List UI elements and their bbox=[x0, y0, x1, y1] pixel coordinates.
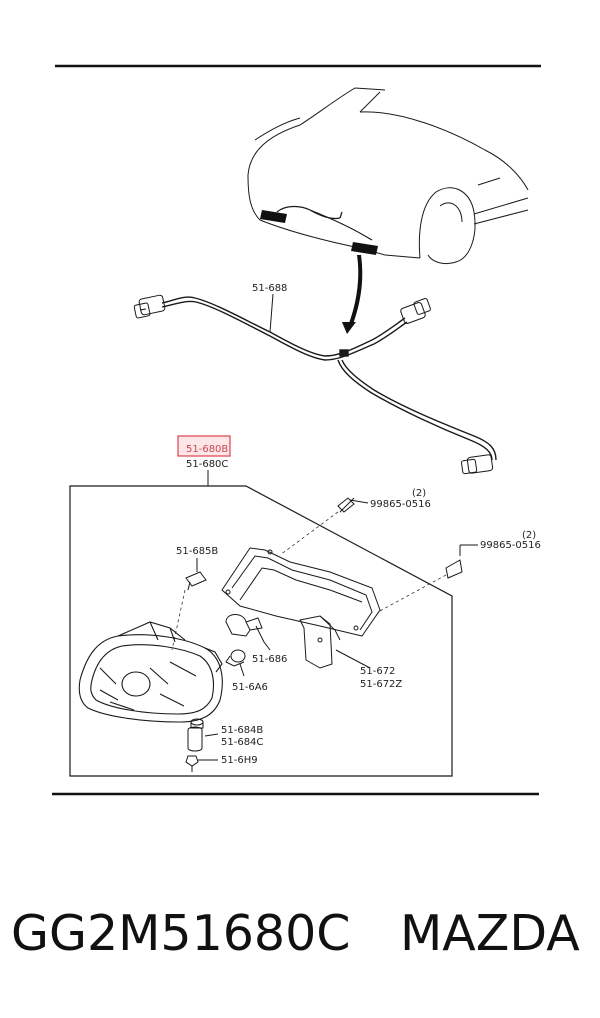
label-51-684B: 51-684B bbox=[221, 725, 263, 736]
label-51-680B: 51-680B bbox=[186, 444, 228, 455]
bulb-part bbox=[225, 614, 263, 637]
screw-bottom bbox=[185, 755, 218, 772]
label-51-685B: 51-685B bbox=[176, 546, 218, 557]
label-screw-top: 99865-0516 bbox=[370, 499, 431, 510]
label-51-680C: 51-680C bbox=[186, 459, 228, 470]
leader-51-6A6 bbox=[239, 663, 245, 677]
assembly-frame bbox=[69, 485, 453, 777]
highlight-box bbox=[177, 435, 231, 457]
left-foglamp-slot bbox=[260, 210, 287, 223]
label-screw-top-qty: (2) bbox=[412, 488, 426, 499]
adjuster-part bbox=[187, 718, 204, 752]
label-51-6A6: 51-6A6 bbox=[232, 682, 268, 693]
caption: GG2M51680C MAZDA bbox=[0, 905, 600, 975]
label-51-686: 51-686 bbox=[252, 654, 287, 665]
car-front-illustration bbox=[247, 87, 529, 265]
arrow-to-harness bbox=[348, 255, 363, 327]
leader-51-688 bbox=[269, 293, 274, 333]
label-51-672Z: 51-672Z bbox=[360, 679, 402, 690]
brand-name: MAZDA bbox=[400, 905, 580, 962]
clip-part bbox=[185, 571, 207, 591]
label-51-6H9: 51-6H9 bbox=[221, 755, 258, 766]
screw-right bbox=[445, 544, 478, 579]
label-screw-right: 99865-0516 bbox=[480, 540, 541, 551]
dashed-screw-top bbox=[279, 511, 339, 556]
foglamp-lens bbox=[78, 621, 223, 723]
part-number: GG2M51680C bbox=[11, 905, 351, 962]
harness-51-688 bbox=[161, 296, 497, 461]
harness-connector-left bbox=[133, 294, 166, 319]
leader-51-684 bbox=[204, 733, 219, 737]
dashed-screw-right bbox=[377, 574, 447, 613]
leader-51-672 bbox=[335, 649, 371, 669]
harness-connector-bottom bbox=[460, 454, 494, 475]
label-51-688: 51-688 bbox=[252, 283, 287, 294]
label-screw-right-qty: (2) bbox=[522, 530, 536, 541]
leader-51-686 bbox=[255, 625, 271, 651]
screw-top bbox=[337, 497, 369, 513]
harness-connector-right bbox=[400, 298, 431, 324]
socket-part bbox=[225, 649, 246, 667]
label-51-684C: 51-684C bbox=[221, 737, 263, 748]
lamp-housing bbox=[221, 547, 381, 669]
arrow-head bbox=[342, 322, 356, 334]
car-wire bbox=[276, 205, 373, 241]
right-foglamp-slot bbox=[351, 242, 378, 255]
label-51-672: 51-672 bbox=[360, 666, 395, 677]
dashed-clip bbox=[171, 589, 186, 651]
